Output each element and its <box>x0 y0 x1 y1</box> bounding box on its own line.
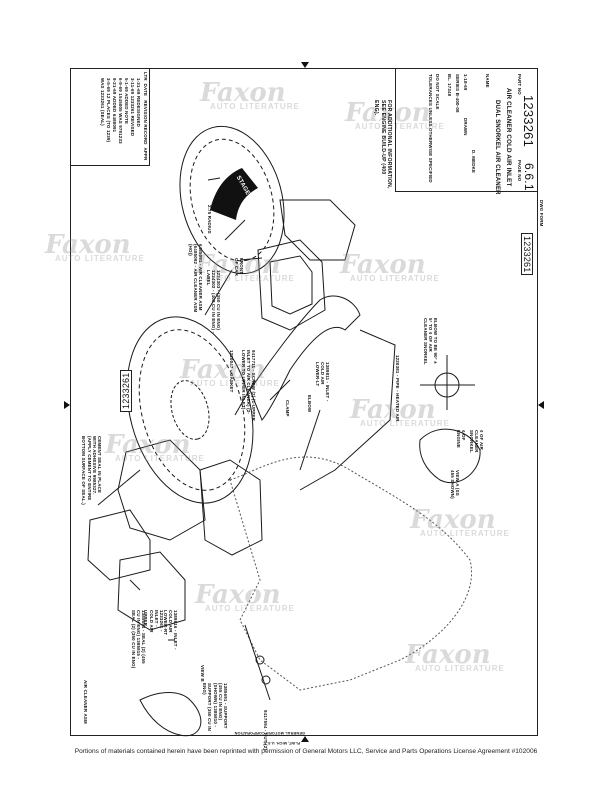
page-number: 6.6.1 <box>522 163 536 191</box>
release-number: BL. 17348 <box>447 74 452 97</box>
callout-air-cleaner-asm-left: AIR CLEANER ASM <box>83 680 88 724</box>
callout-inlet-lower-rt: 1389816 - INLET - COLD AIR LOWER-RT <box>162 610 178 650</box>
title-block <box>395 68 538 192</box>
corporation-name: GENERAL MOTORS CORPORATION <box>234 731 305 735</box>
callout-radius: 2.75 RADIUS <box>207 205 212 234</box>
leader-screw <box>234 379 256 416</box>
callout-engine-cl: ¢ OF ENGINE <box>455 430 466 449</box>
leader-label <box>224 219 246 241</box>
callout-gasket: 1220047 - GASKET <box>229 350 234 393</box>
corporation-location: FLINT, MICH. U.S.A. <box>262 741 300 745</box>
do-not-scale: DO NOT SCALE <box>435 74 440 110</box>
additional-info-note: FOR ADDITIONAL INFORMATION, SEE ENGINE B… <box>373 100 392 189</box>
revision-block <box>70 68 150 166</box>
drawn-by: D. MEDKE <box>471 150 476 174</box>
heated-pipe <box>299 329 396 491</box>
callout-snorkel-cl: ¢ OF AIR CLEANER SNORKEL <box>468 430 484 453</box>
scale-date: 1-18-69 <box>463 74 468 91</box>
callout-label: 1234303 - (350 CU IN ENG) 1234302 - (400… <box>205 270 221 334</box>
title-line-2: AIR CLEANER COLD AIR INLET <box>505 88 512 187</box>
revision-row: 6-9-69 1545005 WAS 9791233 <box>118 78 123 144</box>
sheet-center-mark-bottom <box>301 736 309 742</box>
revision-row: 1-31-69 REDESIGNED <box>136 78 141 127</box>
drawing-number-box-inverted: 1233261 <box>120 369 132 412</box>
nut-stud <box>244 624 271 701</box>
part-no-label: PART NO <box>517 74 522 95</box>
callout-elbow: ELBOW <box>307 395 312 413</box>
engine-outline <box>229 456 472 691</box>
leader-radius <box>207 177 221 181</box>
revision-row: WAS 1233261 (SEAL) <box>100 78 105 126</box>
elbow-hose <box>249 295 361 421</box>
air-cleaner-lid-center <box>170 380 210 440</box>
name-label: NAME <box>485 74 490 88</box>
view-b-bracket <box>139 692 202 737</box>
callout-view-b: VIEW B <box>200 665 205 682</box>
air-cleaner-lid-outline <box>126 316 254 504</box>
callout-clamp: CLAMP <box>285 400 290 417</box>
callout-inlet-lower-lt: 1389811 - INLET - COLD AIR LOWER-LT <box>314 362 330 402</box>
snorkel-left-c <box>87 509 151 581</box>
callout-pipe-heated: 1220381 - PIPE - HEATED AIR <box>395 355 400 422</box>
sheet-center-mark-top <box>301 62 309 68</box>
revision-row: 3-5-69 12 PLACES (TO 1239) <box>106 78 111 143</box>
drawn-label: DRAWN <box>463 118 468 136</box>
stage-air-cleaner-inner <box>189 138 275 262</box>
leader-cement <box>97 469 141 506</box>
view-a-detail <box>419 428 481 484</box>
revision-row: 5-1-69 ADDED NOTE <box>124 78 129 125</box>
snorkel-inner-right <box>269 255 313 315</box>
model-series: SERIES B-400-08 <box>455 74 460 113</box>
snorkel-box-right2 <box>279 199 356 261</box>
sheet-center-mark-right <box>538 401 544 409</box>
drawing-number-box: 1233261 <box>521 233 533 276</box>
stage-air-cleaner-outline <box>179 125 285 275</box>
sheet-center-mark-left <box>64 401 70 409</box>
air-cleaner-lid-inner <box>138 329 246 491</box>
leader-air-cleaner <box>204 269 233 316</box>
snorkel-left-d <box>117 551 186 631</box>
revision-row: 3-11-69 1233261 REVISED <box>130 78 135 137</box>
callout-inlet-upper: 1233261 - INLET - COLD AIR UPPER <box>143 610 164 633</box>
leader-inlet-lt <box>299 409 321 471</box>
nut-washer-1 <box>255 655 265 665</box>
snorkel-upper-right <box>257 239 326 331</box>
callout-support: 1385691 - SUPPORT (455 CU IN ENG) (SHOWN… <box>202 683 228 732</box>
callout-cement-seal: CEMENT SEAL IN PLACE WITH ADHESIVE 99853… <box>81 436 102 505</box>
leader-front <box>239 257 263 261</box>
callout-air-cleaner-asm: 6485091 - AIR CLEANER ASM (6485092 - AIR… <box>187 244 203 313</box>
callout-view-a: VIEW A (SS 455 SHOWN) <box>449 470 460 499</box>
license-footer: Portions of materials contained herein h… <box>74 748 538 755</box>
snorkel-left-a <box>117 439 206 541</box>
snorkel-left-b <box>199 459 263 556</box>
nut-washer-2 <box>261 675 271 685</box>
tolerance-note: TOLERANCES UNLESS OTHERWISE SPECIFIED <box>428 74 433 183</box>
revision-header: LTR DATE REVISION RECORD APPR <box>143 72 148 161</box>
revision-row: 9-21-69 ADDED 6480091 <box>112 78 117 133</box>
callout-screw: 9417711 - SCREW (2) (1-UPPER INLET TO AI… <box>240 350 256 421</box>
title-line-1: DUAL SNORKEL AIR CLEANER <box>494 100 500 195</box>
drawing-number: 1233261 <box>521 95 536 148</box>
leader-seal <box>129 579 141 591</box>
callout-elbow-note: ELBOW TO BE 90° ± 5° TO ¢ OF AIR CLEANER… <box>422 318 438 365</box>
callout-front-of-car: FRONT OF CAR <box>233 258 244 277</box>
dwg-form: DWG FORM <box>539 200 544 227</box>
stage-1-badge <box>210 168 258 220</box>
drawing-sheet <box>70 68 538 736</box>
leader-clamp <box>269 379 291 401</box>
